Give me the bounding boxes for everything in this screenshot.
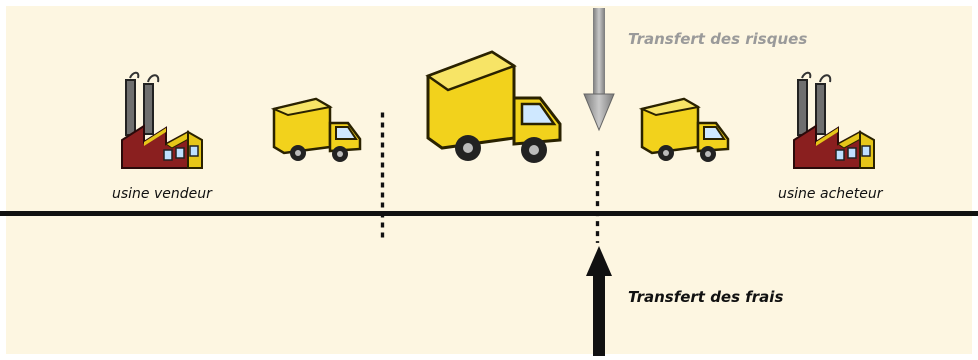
seller-factory-icon	[118, 70, 208, 175]
cost-transfer-label: Transfert des frais	[628, 288, 783, 306]
risk-transfer-down-arrow	[584, 8, 614, 133]
buyer-factory-icon	[790, 70, 880, 175]
dotted-separator-right	[595, 142, 600, 252]
buyer-factory-label: usine acheteur	[778, 186, 883, 202]
dotted-separator-left	[380, 100, 385, 250]
cost-transfer-up-arrow	[586, 246, 612, 356]
truck-icon-small-right	[638, 97, 733, 167]
baseline	[0, 211, 978, 216]
risk-transfer-label: Transfert des risques	[628, 30, 807, 48]
truck-icon-large-center	[422, 50, 567, 175]
seller-factory-label: usine vendeur	[112, 186, 212, 202]
truck-icon-small-left	[270, 97, 365, 167]
